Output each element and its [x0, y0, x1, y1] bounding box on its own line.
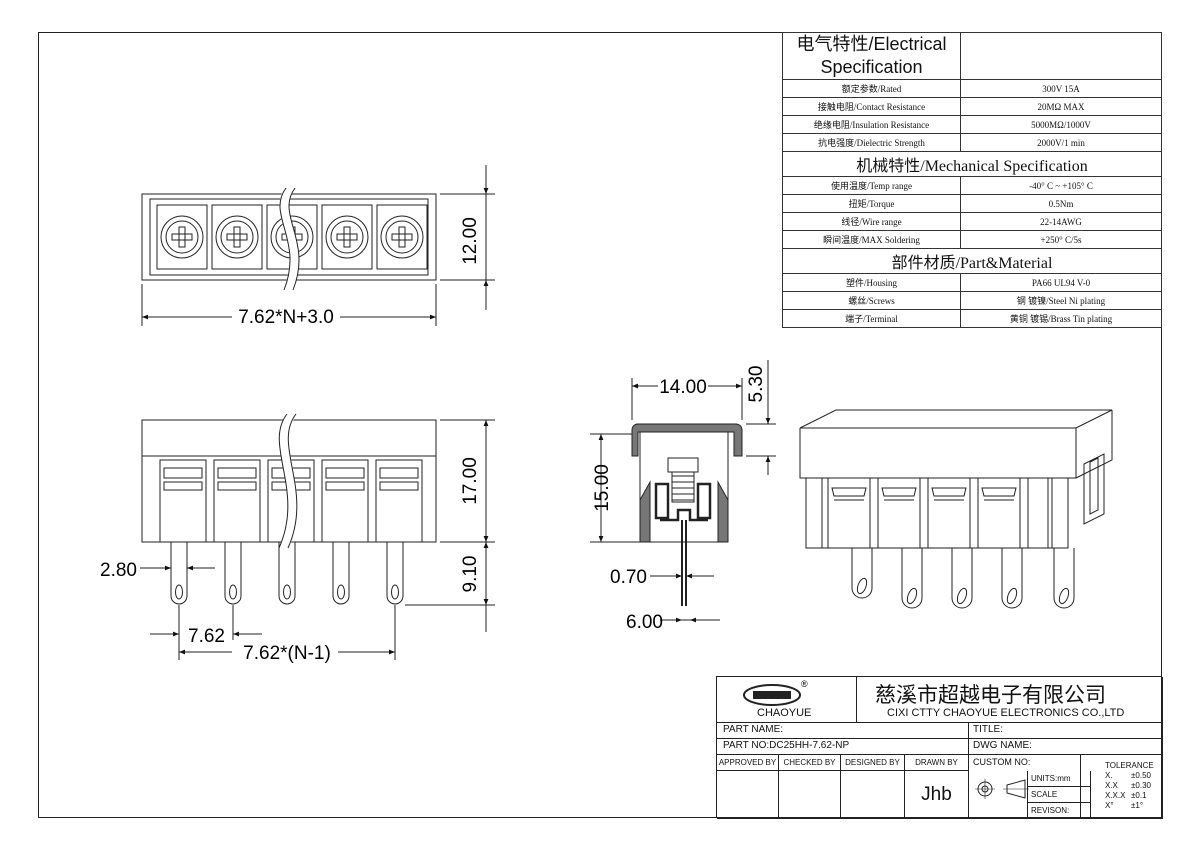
- material-header-row: 部件材质/Part&Material: [782, 248, 1162, 274]
- side-view-cover: [631, 423, 743, 457]
- custom-no-label: CUSTOM NO:: [973, 757, 1031, 767]
- iso-pins: [851, 548, 1075, 609]
- dim-top-height: 12.00: [460, 217, 481, 265]
- company-name-en: CIXI CTTY CHAOYUE ELECTRONICS CO.,LTD: [887, 707, 1125, 719]
- screw-head: [667, 457, 699, 473]
- side-view: [590, 360, 776, 623]
- units-cell: UNITS:mm: [1027, 771, 1091, 787]
- dim-top-width: 7.62*N+3.0: [238, 307, 334, 328]
- drawing-frame: [38, 32, 1162, 818]
- title-label: TITLE:: [973, 724, 1004, 735]
- dim-pin-width: 2.80: [100, 560, 137, 581]
- tolerance-label: TOLERANCE: [1105, 761, 1154, 770]
- title-cell: TITLE:: [969, 723, 1163, 739]
- material-header: 部件材质/Part&Material: [782, 248, 1162, 274]
- tolerance-value: ±1°: [1131, 801, 1144, 810]
- approved-by-value: [717, 771, 779, 819]
- iso-slots: [827, 477, 1049, 549]
- part-no-value: DC25HH-7.62-NP: [769, 740, 850, 751]
- pins: [170, 542, 404, 605]
- designed-by-value: [841, 771, 905, 819]
- front-view: [140, 411, 495, 660]
- tolerance-value: ±0.1: [1131, 791, 1147, 800]
- dim-label-bg: [658, 376, 708, 396]
- tolerance-value: ±0.30: [1131, 781, 1151, 790]
- dim-pin-length: 9.10: [460, 556, 481, 593]
- company-name-cn: 慈溪市超越电子有限公司: [875, 684, 1106, 707]
- dim-side-top: 5.30: [746, 366, 767, 403]
- tolerance-key: X.: [1105, 771, 1113, 780]
- logo-cell: ® CHAOYUE: [717, 677, 857, 723]
- dim-label-bg: [232, 642, 338, 662]
- dim-pin-thickness: 0.70: [610, 567, 647, 588]
- dwg-name-cell: DWG NAME:: [969, 739, 1163, 755]
- break-line-mask: [279, 185, 299, 292]
- terminal-slots: [159, 459, 423, 543]
- scale-cell: SCALE: [1027, 787, 1091, 803]
- spec-value: 黄铜 镀锡/Brass Tin plating: [960, 309, 1162, 328]
- custom-no-cell: CUSTOM NO:: [969, 755, 1081, 819]
- checked-by-value: [779, 771, 841, 819]
- projection-symbol-icon: [975, 779, 1029, 799]
- part-no-cell: PART NO:DC25HH-7.62-NP: [717, 739, 969, 755]
- electrical-header-line2: Specification: [820, 57, 923, 77]
- dim-pitch: 7.62: [188, 626, 225, 647]
- dwg-name-label: DWG NAME:: [973, 740, 1032, 751]
- spec-key: 端子/Terminal: [782, 309, 961, 328]
- designed-by-header: DESIGNED BY: [841, 755, 905, 771]
- part-name-label: PART NAME:: [723, 724, 784, 735]
- part-name-cell: PART NAME:: [717, 723, 969, 739]
- tolerance-value: ±0.50: [1131, 771, 1151, 780]
- break-line: [279, 187, 300, 291]
- company-cell: 慈溪市超越电子有限公司 CIXI CTTY CHAOYUE ELECTRONIC…: [857, 677, 1163, 723]
- dim-label-bg: [232, 306, 340, 326]
- dim-front-height: 17.00: [460, 457, 481, 505]
- chaoyue-logo-icon: ®: [743, 679, 808, 706]
- iso-top-face: [799, 409, 1113, 429]
- dim-side-width: 14.00: [659, 377, 707, 398]
- dim-side-height: 15.00: [592, 464, 613, 512]
- drawn-by-value: Jhb: [905, 771, 969, 819]
- top-view: [141, 165, 495, 326]
- iso-front-top: [799, 428, 1077, 479]
- tolerance-key: X°: [1105, 801, 1114, 810]
- electrical-header-line1: 电气特性/Electrical: [796, 34, 947, 54]
- svg-text:®: ®: [801, 679, 808, 689]
- revision-cell: REVISON:: [1027, 803, 1091, 819]
- tolerance-key: X.X.X: [1105, 791, 1126, 800]
- part-no-label: PART NO:: [723, 740, 770, 751]
- break-line: [278, 413, 298, 549]
- tolerance-key: X.X: [1105, 781, 1118, 790]
- dim-pitch-total: 7.62*(N-1): [243, 643, 331, 664]
- dim-pin-offset: 6.00: [626, 612, 663, 633]
- drawn-by-header: DRAWN BY: [905, 755, 969, 771]
- approved-by-header: APPROVED BY: [717, 755, 779, 771]
- checked-by-header: CHECKED BY: [779, 755, 841, 771]
- title-block: ® CHAOYUE 慈溪市超越电子有限公司 CIXI CTTY CHAOYUE …: [716, 676, 1163, 819]
- logo-text: CHAOYUE: [757, 707, 812, 719]
- isometric-view: [799, 409, 1113, 609]
- tolerance-cell: TOLERANCE X. ±0.50 X.X ±0.30 X.X.X ±0.1 X° ±…: [1091, 755, 1163, 819]
